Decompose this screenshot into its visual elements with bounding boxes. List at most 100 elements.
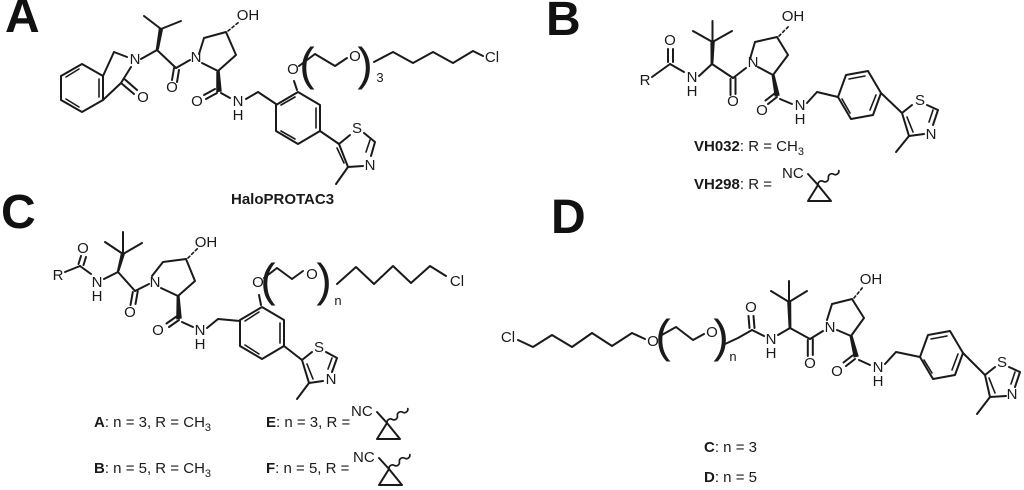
atom-label-nitrogen: N [748,54,759,71]
atom-label-nitrogen: N [195,322,206,339]
repeat-subscript-n: n [729,349,736,364]
atom-label-oxygen: O [831,363,843,380]
atom-label-r-group: R [53,267,64,284]
atom-label-hydrogen: H [766,345,777,362]
atom-label-nitrile: NC [782,165,804,182]
atom-labels: R O N H O N OH O N H O ( O ) n Cl S N [53,234,465,388]
atom-label-hydrogen: H [92,288,103,305]
fragment-cyanocyclopropyl-e: NC [351,403,409,440]
bonds [651,20,939,153]
bonds [64,231,447,400]
compound-label-b: B: n = 5, R = CH3 [94,460,212,480]
atom-label-hydrogen: H [795,111,806,128]
panel-letter-b: B [546,0,581,46]
atom-label-nitrogen: N [130,51,141,68]
atom-label-nitrogen: N [795,97,806,114]
compound-label-e: E: n = 3, R = [266,414,351,431]
bracket-open: ( [655,310,671,362]
atom-label-oxygen: O [804,355,816,372]
atom-label-oxygen: O [727,93,739,110]
atom-label-sulfur: S [352,120,362,137]
atom-label-sulfur: S [915,92,925,109]
compound-label-vh298: VH298: R = [694,176,772,193]
atom-label-nitrogen: N [365,157,376,174]
atom-label-sulfur: S [997,354,1007,371]
atom-label-sulfur: S [314,339,324,356]
stereo-wedges [710,42,780,97]
bracket-close: ) [357,38,372,90]
bonds [517,280,1021,415]
caption-haloprotac3: HaloPROTAC3 [231,191,335,208]
cyclopropane-ring [376,422,401,440]
repeat-subscript-3: 3 [376,70,383,85]
atom-label-oxygen: O [745,299,757,316]
fragment-cyanocyclopropyl-vh298: NC [782,165,840,202]
bond [807,173,819,186]
atom-label-oxygen: O [349,48,361,65]
atom-labels: N O O N OH O N H O ( O ) 3 Cl S N [130,7,500,174]
atom-label-nitrogen: N [92,274,103,291]
bracket-open: ( [260,254,276,306]
atom-label-hydrogen: H [873,373,884,390]
atom-label-nitrogen: N [926,126,937,143]
compound-label-c: C: n = 3 [704,439,757,456]
stereo-wedges [155,28,222,93]
atom-label-chlorine: Cl [485,49,499,66]
atom-label-oxygen: O [137,89,149,106]
structure-compounds-cd: Cl O ( O ) n O N H O N OH O N H S N [501,271,1021,415]
atom-label-oxygen: O [77,240,89,257]
atom-label-chlorine: Cl [450,273,464,290]
bracket-close: ) [713,310,728,362]
structure-haloprotac3: N O O N OH O N H O ( O ) 3 Cl S N [60,7,500,185]
bracket-open: ( [299,38,315,90]
atom-label-nitrogen: N [766,331,777,348]
atom-label-oxygen: O [124,304,136,321]
panel-letter-d: D [551,191,586,244]
atom-label-nitrogen: N [191,49,202,66]
atom-label-nitrile: NC [351,403,373,420]
attachment-squiggle [388,453,411,470]
atom-labels: Cl O ( O ) n O N H O N OH O N H S N [501,271,1018,403]
atom-label-nitrile: NC [353,449,375,466]
panel-letter-a: A [5,0,40,43]
structure-compounds-abef: R O N H O N OH O N H O ( O ) n Cl S N [53,231,465,400]
repeat-subscript-n: n [334,293,341,308]
atom-label-oxygen: O [756,102,768,119]
atom-label-nitrogen: N [1007,386,1018,403]
bond [378,457,390,470]
atom-label-oxygen: O [191,93,203,110]
compound-label-a: A: n = 3, R = CH3 [94,414,212,434]
compound-label-f: F: n = 5, R = [266,460,350,477]
atom-label-oxygen: O [166,79,178,96]
atom-label-nitrogen: N [825,319,836,336]
attachment-squiggle [386,407,409,424]
stereo-wedges [787,302,859,358]
bond [376,411,388,424]
atom-label-chlorine: Cl [501,329,515,346]
atom-label-oxygen: O [706,324,718,341]
compound-label-d: D: n = 5 [704,469,757,486]
atom-label-oxygen: O [252,274,264,291]
atom-label-oxygen: O [287,61,299,78]
atom-labels: R O N H O N OH O N H S N [640,8,937,143]
atom-label-hydroxyl: OH [195,234,218,251]
atom-label-nitrogen: N [233,93,244,110]
atom-label-hydrogen: H [233,107,244,124]
atom-label-nitrogen: N [873,359,884,376]
structure-vh032-vh298: R O N H O N OH O N H S N [640,8,939,153]
atom-label-r-group: R [640,72,651,89]
atom-label-oxygen: O [664,32,676,49]
attachment-squiggle [817,169,840,186]
bracket-close: ) [316,254,331,306]
atom-label-nitrogen: N [150,274,161,291]
atom-label-hydrogen: H [687,83,698,100]
fragment-cyanocyclopropyl-f: NC [353,449,411,486]
cyclopropane-ring [807,184,832,202]
atom-label-hydroxyl: OH [237,7,260,24]
bonds [60,15,484,185]
atom-label-hydrogen: H [195,336,206,353]
compound-label-vh032: VH032: R = CH3 [694,138,804,158]
atom-label-nitrogen: N [687,69,698,86]
atom-label-nitrogen: N [326,371,337,388]
